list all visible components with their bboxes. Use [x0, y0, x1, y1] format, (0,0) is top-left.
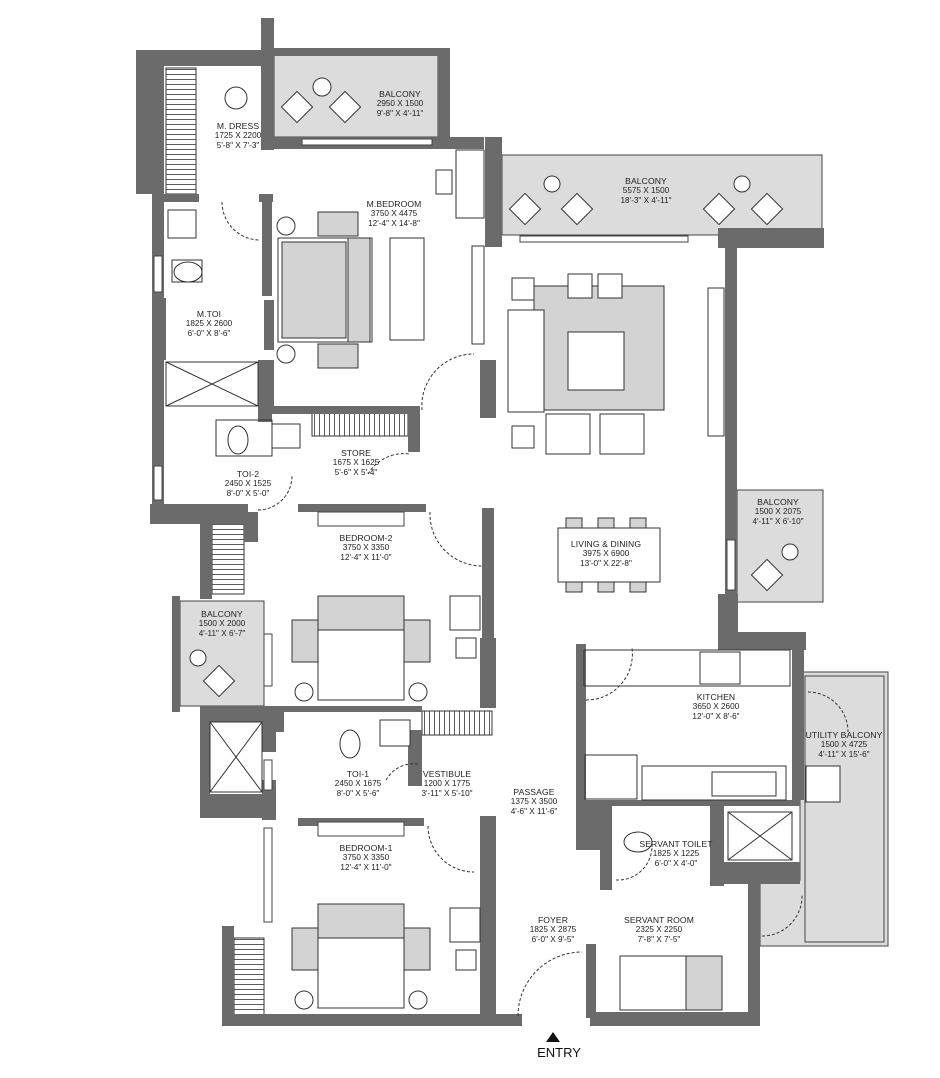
room-name: M. DRESS: [216, 121, 260, 131]
room-name: STORE: [341, 448, 371, 458]
room-dimension-ft: 12'-4" X 11'-0": [340, 553, 392, 562]
room-dimension-mm: 3750 X 3350: [342, 543, 390, 552]
room-name: TOI-2: [236, 469, 260, 479]
room-name: BEDROOM-1: [339, 843, 393, 853]
room-dimension-mm: 1825 X 1225: [652, 849, 700, 858]
room-name: UTILITY BALCONY: [805, 730, 883, 740]
room-dimension-mm: 5575 X 1500: [622, 186, 670, 195]
room-dimension-ft: 8'-0" X 5'-0": [226, 489, 270, 498]
furniture: [167, 77, 841, 1011]
room-name: BALCONY: [201, 609, 243, 619]
room-name: BALCONY: [757, 497, 799, 507]
room-label-utility-balcony: UTILITY BALCONY 1500 X 4725 4'-11" X 15'…: [806, 730, 883, 760]
room-dimension-ft: 9'-8" X 4'-11": [376, 109, 424, 118]
room-label-balcony-top: BALCONY 2950 X 1500 9'-8" X 4'-11": [377, 89, 424, 119]
entry-arrow: [546, 1032, 560, 1042]
room-dimension-mm: 1825 X 2875: [529, 925, 577, 934]
room-name: LIVING & DINING: [570, 539, 642, 549]
room-dimension-ft: 18'-3" X 4'-11": [620, 196, 672, 205]
room-dimension-ft: 6'-0" X 8'-6": [187, 329, 231, 338]
room-dimension-mm: 1500 X 2000: [198, 619, 246, 628]
room-dimension-mm: 2450 X 1675: [334, 779, 382, 788]
room-dimension-mm: 2950 X 1500: [376, 99, 424, 108]
room-dimension-ft: 6'-0" X 9'-5": [531, 935, 575, 944]
room-dimension-ft: 4'-11" X 6'-7": [198, 629, 246, 638]
room-label-foyer: FOYER 1825 X 2875 6'-0" X 9'-5": [530, 915, 576, 945]
room-name: SERVANT ROOM: [624, 915, 694, 925]
room-name: BALCONY: [379, 89, 421, 99]
room-label-servant-toilet: SERVANT TOILET 1825 X 1225 6'-0" X 4'-0": [639, 839, 712, 869]
room-label-balcony-bed2: BALCONY 1500 X 2000 4'-11" X 6'-7": [199, 609, 246, 639]
room-label-kitchen: KITCHEN 3650 X 2600 12'-0" X 8'-6": [692, 692, 739, 722]
room-name: M.TOI: [196, 309, 222, 319]
room-label-m-toi: M.TOI 1825 X 2600 6'-0" X 8'-6": [186, 309, 232, 339]
room-label-balcony-living: BALCONY 1500 X 2075 4'-11" X 6'-10": [752, 497, 803, 527]
room-dimension-mm: 3975 X 6900: [582, 549, 630, 558]
room-dimension-ft: 3'-11" X 5'-10": [421, 789, 473, 798]
room-dimension-mm: 1725 X 2200: [214, 131, 262, 140]
room-dimension-mm: 3750 X 3350: [342, 853, 390, 862]
room-dimension-ft: 5'-8" X 7'-3": [216, 141, 260, 150]
room-label-m-dress: M. DRESS 1725 X 2200 5'-8" X 7'-3": [215, 121, 261, 151]
room-dimension-mm: 1500 X 2075: [754, 507, 802, 516]
room-name: TOI-1: [346, 769, 370, 779]
room-label-balcony-right: BALCONY 5575 X 1500 18'-3" X 4'-11": [620, 176, 671, 206]
room-label-toi-2: TOI-2 2450 X 1525 8'-0" X 5'-0": [225, 469, 271, 499]
entry-label: ENTRY: [537, 1045, 581, 1060]
windows: [153, 138, 736, 923]
room-name: VESTIBULE: [422, 769, 472, 779]
room-label-m-bedroom: M.BEDROOM 3750 X 4475 12'-4" X 14'-8": [367, 199, 422, 229]
room-dimension-ft: 4'-11" X 6'-10": [752, 517, 804, 526]
room-name: PASSAGE: [513, 787, 555, 797]
room-dimension-ft: 6'-0" X 4'-0": [654, 859, 698, 868]
room-dimension-ft: 4'-11" X 15'-6": [818, 750, 870, 759]
room-dimension-ft: 12'-4" X 11'-0": [340, 863, 392, 872]
room-dimension-mm: 1825 X 2600: [185, 319, 233, 328]
room-name: BALCONY: [625, 176, 667, 186]
room-dimension-mm: 1675 X 1625: [332, 458, 380, 467]
room-name: FOYER: [537, 915, 569, 925]
doors: [221, 201, 849, 1017]
room-dimension-mm: 3650 X 2600: [692, 702, 740, 711]
room-dimension-mm: 1500 X 4725: [820, 740, 868, 749]
room-label-store: STORE 1675 X 1625 5'-6" X 5'-4": [333, 448, 379, 478]
room-dimension-mm: 2325 X 2250: [635, 925, 683, 934]
room-label-bedroom-1: BEDROOM-1 3750 X 3350 12'-4" X 11'-0": [340, 843, 393, 873]
room-label-bedroom-2: BEDROOM-2 3750 X 3350 12'-4" X 11'-0": [340, 533, 393, 563]
room-dimension-ft: 12'-4" X 14'-8": [368, 219, 420, 228]
stairs: [165, 67, 493, 1023]
room-dimension-ft: 5'-6" X 5'-4": [334, 468, 378, 477]
room-name: SERVANT TOILET: [639, 839, 713, 849]
room-dimension-ft: 12'-0" X 8'-6": [692, 712, 740, 721]
room-name: BEDROOM-2: [339, 533, 393, 543]
room-name: KITCHEN: [696, 692, 736, 702]
balcony-living: [736, 489, 824, 603]
room-label-servant-room: SERVANT ROOM 2325 X 2250 7'-8" X 7'-5": [624, 915, 694, 945]
room-dimension-ft: 7'-8" X 7'-5": [637, 935, 681, 944]
room-name: M.BEDROOM: [366, 199, 422, 209]
room-dimension-ft: 8'-0" X 5'-6": [336, 789, 380, 798]
room-dimension-ft: 13'-0" X 22'-8": [580, 559, 632, 568]
room-dimension-ft: 4'-6" X 11'-6": [510, 807, 558, 816]
utility-balcony: [759, 671, 889, 947]
room-label-vestibule: VESTIBULE 1200 X 1775 3'-11" X 5'-10": [421, 769, 472, 799]
room-dimension-mm: 1375 X 3500: [510, 797, 558, 806]
room-dimension-mm: 3750 X 4475: [370, 209, 418, 218]
room-label-toi-1: TOI-1 2450 X 1675 8'-0" X 5'-6": [335, 769, 381, 799]
walls: [136, 18, 824, 1026]
room-dimension-mm: 2450 X 1525: [224, 479, 272, 488]
room-dimension-mm: 1200 X 1775: [423, 779, 471, 788]
room-label-passage: PASSAGE 1375 X 3500 4'-6" X 11'-6": [511, 787, 558, 817]
room-label-living-dining: LIVING & DINING 3975 X 6900 13'-0" X 22'…: [571, 539, 641, 569]
